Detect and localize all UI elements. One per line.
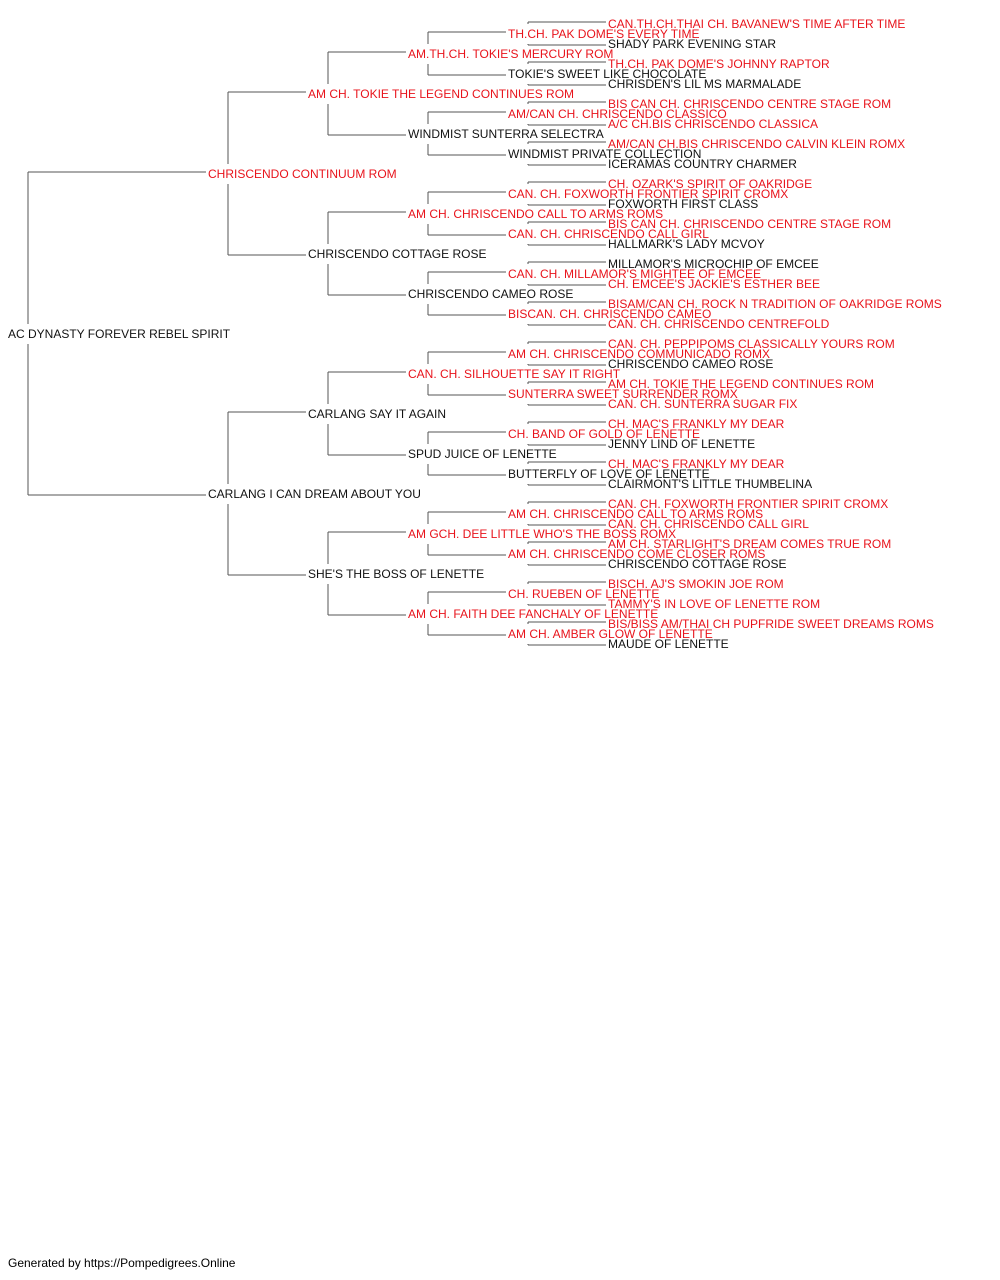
ancestor-name: WINDMIST PRIVATE COLLECTION bbox=[508, 147, 701, 161]
ancestor-name: CHRISCENDO CAMEO ROSE bbox=[408, 287, 573, 301]
ancestor-name: SHADY PARK EVENING STAR bbox=[608, 37, 776, 51]
ancestor-name: AM CH. AMBER GLOW OF LENETTE bbox=[508, 627, 713, 641]
ancestor-name: CAN. CH. FOXWORTH FRONTIER SPIRIT CROMX bbox=[608, 497, 888, 511]
connector-lines bbox=[27, 21, 606, 646]
ancestor-name: CH. RUEBEN OF LENETTE bbox=[508, 587, 659, 601]
ancestor-name: SUNTERRA SWEET SURRENDER ROMX bbox=[508, 387, 738, 401]
ancestor-name: TH.CH. PAK DOME'S EVERY TIME bbox=[508, 27, 699, 41]
ancestor-name: AM.TH.CH. TOKIE'S MERCURY ROM bbox=[408, 47, 613, 61]
ancestor-name: HALLMARK'S LADY MCVOY bbox=[608, 237, 765, 251]
ancestor-name: AM/CAN CH.BIS CHRISCENDO CALVIN KLEIN RO… bbox=[608, 137, 905, 151]
ancestor-name: MAUDE OF LENETTE bbox=[608, 637, 729, 651]
generated-by-footer: Generated by https://Pompedigrees.Online bbox=[8, 1256, 236, 1270]
ancestor-name: SHE'S THE BOSS OF LENETTE bbox=[308, 567, 484, 581]
ancestor-name: SPUD JUICE OF LENETTE bbox=[408, 447, 557, 461]
ancestor-name: CAN. CH. PEPPIPOMS CLASSICALLY YOURS ROM bbox=[608, 337, 895, 351]
ancestor-name: TH.CH. PAK DOME'S JOHNNY RAPTOR bbox=[608, 57, 830, 71]
ancestor-name: A/C CH.BIS CHRISCENDO CLASSICA bbox=[608, 117, 818, 131]
ancestor-name: AM CH. FAITH DEE FANCHALY OF LENETTE bbox=[408, 607, 658, 621]
ancestor-name: BIS CAN CH. CHRISCENDO CENTRE STAGE ROM bbox=[608, 217, 891, 231]
ancestor-name: CAN.TH.CH.THAI CH. BAVANEW'S TIME AFTER … bbox=[608, 17, 905, 31]
ancestor-name: CHRISDEN'S LIL MS MARMALADE bbox=[608, 77, 801, 91]
ancestor-name: TAMMY'S IN LOVE OF LENETTE ROM bbox=[608, 597, 820, 611]
ancestor-name: AM/CAN CH. CHRISCENDO CLASSICO bbox=[508, 107, 727, 121]
ancestor-name: WINDMIST SUNTERRA SELECTRA bbox=[408, 127, 604, 141]
ancestor-name: BISAM/CAN CH. ROCK N TRADITION OF OAKRID… bbox=[608, 297, 942, 311]
ancestor-name: BISCH. AJ'S SMOKIN JOE ROM bbox=[608, 577, 784, 591]
ancestor-name: AM CH. CHRISCENDO CALL TO ARMS ROMS bbox=[408, 207, 663, 221]
ancestor-name: CHRISCENDO CAMEO ROSE bbox=[608, 357, 773, 371]
ancestor-name: CARLANG SAY IT AGAIN bbox=[308, 407, 446, 421]
ancestor-name: AM GCH. DEE LITTLE WHO'S THE BOSS ROMX bbox=[408, 527, 676, 541]
ancestor-name: CARLANG I CAN DREAM ABOUT YOU bbox=[208, 487, 421, 501]
ancestor-name: TOKIE'S SWEET LIKE CHOCOLATE bbox=[508, 67, 706, 81]
ancestor-name: CHRISCENDO COTTAGE ROSE bbox=[308, 247, 486, 261]
ancestor-name: BISCAN. CH. CHRISCENDO CAMEO bbox=[508, 307, 711, 321]
ancestor-name: AM CH. CHRISCENDO COME CLOSER ROMS bbox=[508, 547, 765, 561]
ancestor-name: CH. BAND OF GOLD OF LENETTE bbox=[508, 427, 700, 441]
ancestor-name: CHRISCENDO COTTAGE ROSE bbox=[608, 557, 786, 571]
ancestor-name: MILLAMOR'S MICROCHIP OF EMCEE bbox=[608, 257, 819, 271]
ancestor-name: CAN. CH. CHRISCENDO CENTREFOLD bbox=[608, 317, 830, 331]
ancestor-name: JENNY LIND OF LENETTE bbox=[608, 437, 755, 451]
ancestor-name: CAN. CH. CHRISCENDO CALL GIRL bbox=[508, 227, 709, 241]
ancestor-name: CHRISCENDO CONTINUUM ROM bbox=[208, 167, 397, 181]
ancestor-name: CLAIRMONT'S LITTLE THUMBELINA bbox=[608, 477, 812, 491]
ancestor-name: CH. EMCEE'S JACKIE'S ESTHER BEE bbox=[608, 277, 820, 291]
ancestor-labels: AC DYNASTY FOREVER REBEL SPIRIT CHRISCEND… bbox=[8, 17, 942, 651]
ancestor-name: AM CH. STARLIGHT'S DREAM COMES TRUE ROM bbox=[608, 537, 891, 551]
ancestor-name: CAN. CH. SILHOUETTE SAY IT RIGHT bbox=[408, 367, 621, 381]
ancestor-name: ICERAMAS COUNTRY CHARMER bbox=[608, 157, 797, 171]
ancestor-name: FOXWORTH FIRST CLASS bbox=[608, 197, 758, 211]
ancestor-name: CAN. CH. CHRISCENDO CALL GIRL bbox=[608, 517, 809, 531]
ancestor-name: CH. MAC'S FRANKLY MY DEAR bbox=[608, 457, 785, 471]
ancestor-name: CAN. CH. FOXWORTH FRONTIER SPIRIT CROMX bbox=[508, 187, 788, 201]
ancestor-name: AM CH. CHRISCENDO CALL TO ARMS ROMS bbox=[508, 507, 763, 521]
ancestor-name: AM CH. TOKIE THE LEGEND CONTINUES ROM bbox=[308, 87, 574, 101]
ancestor-name: AM CH. CHRISCENDO COMMUNICADO ROMX bbox=[508, 347, 770, 361]
ancestor-name: CAN. CH. MILLAMOR'S MIGHTEE OF EMCEE bbox=[508, 267, 761, 281]
subject-name: AC DYNASTY FOREVER REBEL SPIRIT bbox=[8, 327, 231, 341]
ancestor-name: CH. MAC'S FRANKLY MY DEAR bbox=[608, 417, 785, 431]
ancestor-name: BIS CAN CH. CHRISCENDO CENTRE STAGE ROM bbox=[608, 97, 891, 111]
ancestor-name: BIS/BISS AM/THAI CH PUPFRIDE SWEET DREAM… bbox=[608, 617, 934, 631]
ancestor-name: CAN. CH. SUNTERRA SUGAR FIX bbox=[608, 397, 797, 411]
ancestor-name: AM CH. TOKIE THE LEGEND CONTINUES ROM bbox=[608, 377, 874, 391]
ancestor-name: BUTTERFLY OF LOVE OF LENETTE bbox=[508, 467, 710, 481]
ancestor-name: CH. OZARK'S SPIRIT OF OAKRIDGE bbox=[608, 177, 812, 191]
